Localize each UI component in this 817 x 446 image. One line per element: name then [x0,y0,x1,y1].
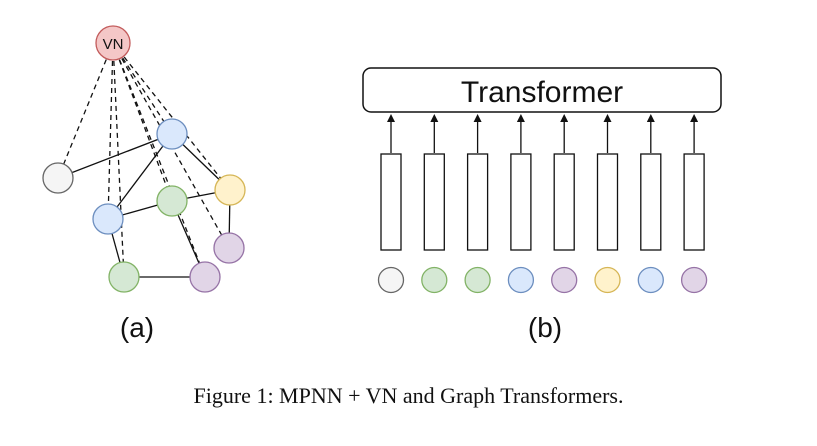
graph-node-gray [42,162,74,194]
graph-node-blue [156,118,188,150]
token-embedding-bar [640,153,662,251]
vn-edge-b1 [112,42,173,135]
vn-edge-gray [57,42,114,179]
token-node-yellow [594,266,621,294]
token-embedding-bar [683,153,705,251]
vn-label: VN [103,36,124,53]
vn-edge-y1 [112,42,231,191]
token-embedding-bar [510,153,532,251]
token-embedding-bar [596,153,619,251]
vn-edge-b2 [107,42,114,220]
token-embedding-bar [466,153,489,251]
graph-node-purple [189,261,221,293]
figure-caption: Figure 1: MPNN + VN and Graph Transforme… [193,383,624,408]
panel-a-graph: VN (a) [42,25,246,343]
token-node-blue [507,266,535,294]
graph-node-green [108,261,140,293]
vn-edge-p2 [112,42,206,278]
transformer-box [362,67,722,113]
token-node-gray [377,266,405,294]
virtual-node [95,25,131,61]
token-node-purple [680,266,708,294]
graph-edge-b1-b2 [107,133,173,220]
vn-edge-g2 [112,42,125,278]
graph-node-green [156,185,188,217]
graph-node-yellow [214,174,246,206]
virtual-node-edges [57,42,231,278]
panel-a-label: (a) [120,312,154,343]
token-embedding-bar [380,153,402,251]
token-columns [377,114,708,294]
panel-b-label: (b) [528,312,562,343]
token-node-blue [637,266,664,294]
token-embedding-bar [553,153,575,251]
graph-node-purple [213,232,245,264]
panel-b-transformer: Transformer (b) [362,67,722,343]
graph-nodes [42,25,246,293]
token-node-purple [551,266,578,294]
token-embedding-bar [423,153,445,251]
graph-node-blue [92,203,124,235]
transformer-label: Transformer [461,76,623,109]
graph-edges [57,133,231,278]
token-node-green [464,266,491,294]
graph-edge-gray-b1 [57,133,173,179]
token-node-green [421,266,448,294]
